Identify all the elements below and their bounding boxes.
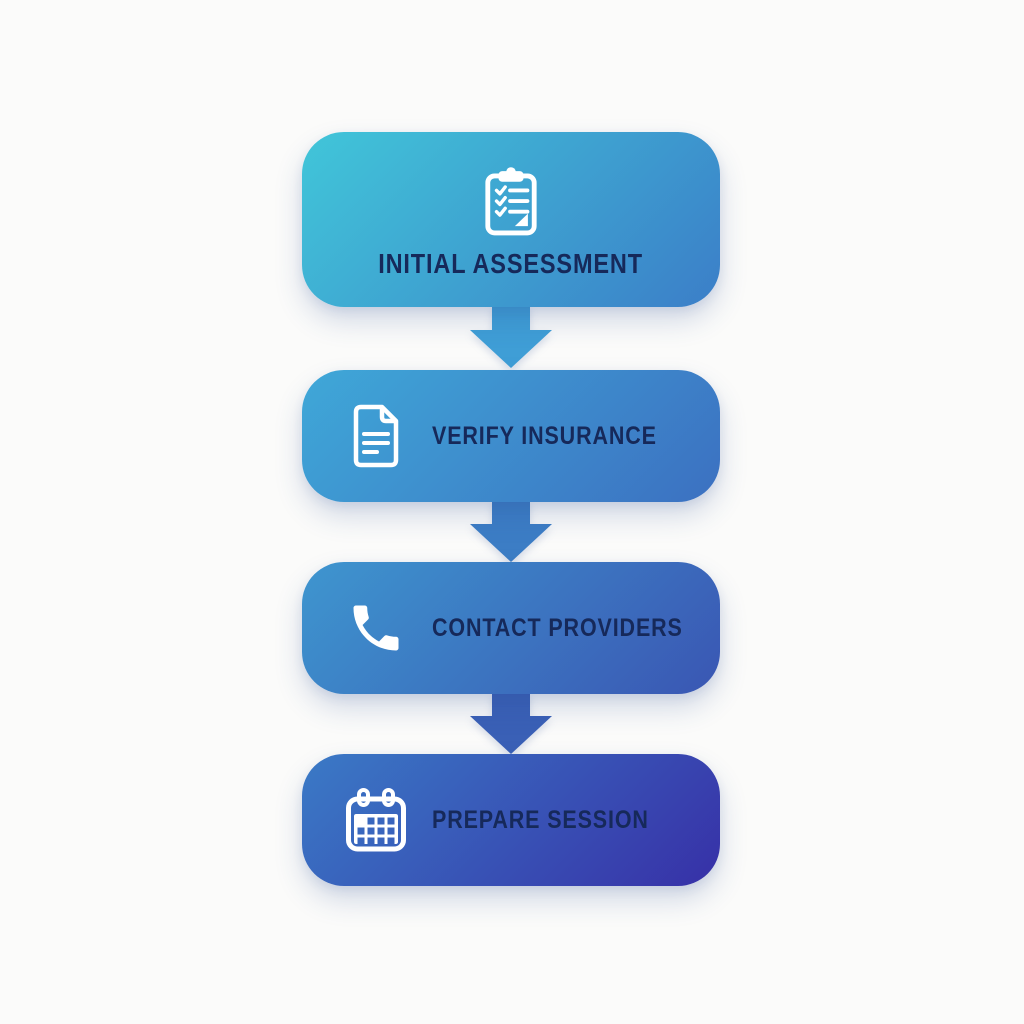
- workflow-diagram: INITIAL ASSESSMENT VERIFY INSURANCE: [302, 132, 720, 886]
- down-arrow-icon: [470, 305, 552, 370]
- phone-icon: [344, 598, 408, 658]
- step-label: VERIFY INSURANCE: [432, 421, 657, 450]
- step-prepare-session: PREPARE SESSION: [302, 754, 720, 886]
- step-contact-providers: CONTACT PROVIDERS: [302, 562, 720, 694]
- document-icon: [344, 404, 408, 468]
- step-initial-assessment: INITIAL ASSESSMENT: [302, 132, 720, 307]
- down-arrow-icon: [470, 500, 552, 562]
- step-label: PREPARE SESSION: [432, 805, 649, 834]
- step-label: CONTACT PROVIDERS: [432, 613, 683, 642]
- step-label: INITIAL ASSESSMENT: [378, 247, 644, 279]
- step-verify-insurance: VERIFY INSURANCE: [302, 370, 720, 502]
- calendar-icon: [344, 787, 408, 853]
- down-arrow-icon: [470, 692, 552, 754]
- clipboard-checklist-icon: [482, 166, 540, 238]
